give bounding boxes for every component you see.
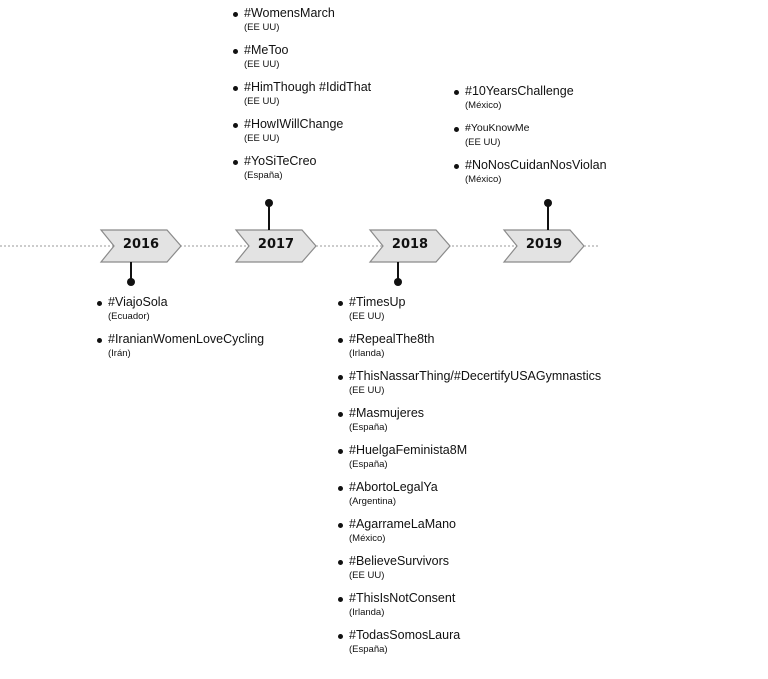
- list-item: #HimThough #IdidThat (EE UU): [233, 80, 371, 108]
- country-label: (Argentina): [349, 496, 396, 507]
- list-item: #TimesUp (EE UU): [338, 295, 601, 323]
- list-item: #TodasSomosLaura (España): [338, 628, 601, 656]
- country-label: (EE UU): [349, 385, 385, 396]
- hashtag: #Masmujeres: [349, 406, 425, 420]
- country-label: (España): [349, 422, 388, 433]
- country-label: (México): [465, 174, 502, 185]
- list-item: #BelieveSurvivors (EE UU): [338, 554, 601, 582]
- year-label-2018: 2018: [391, 237, 429, 252]
- hashtag: #AgarrameLaMano: [349, 517, 457, 531]
- country-label: (Ecuador): [108, 311, 150, 322]
- list-item: #IranianWomenLoveCycling (Irán): [97, 332, 264, 360]
- country-label: (España): [244, 170, 283, 181]
- hashtag: #ThisIsNotConsent: [349, 591, 456, 605]
- country-label: (España): [349, 459, 388, 470]
- connector-dot-2019: [544, 199, 552, 207]
- hashtag: #TodasSomosLaura: [349, 628, 461, 642]
- list-item: #WomensMarch (EE UU): [233, 6, 371, 34]
- hashtag: #TimesUp: [349, 295, 406, 309]
- list-item: #10YearsChallenge (México): [454, 84, 607, 112]
- list-item: #ViajoSola (Ecuador): [97, 295, 264, 323]
- list-item: #HuelgaFeminista8M (España): [338, 443, 601, 471]
- year-label-2019: 2019: [525, 237, 563, 252]
- year-chevron-2016: [99, 229, 182, 263]
- list-item: #AbortoLegalYa (Argentina): [338, 480, 601, 508]
- list-item: #YoSiTeCreo (España): [233, 154, 371, 182]
- country-label: (Irlanda): [349, 348, 385, 359]
- list-item: #RepealThe8th (Irlanda): [338, 332, 601, 360]
- country-label: (EE UU): [349, 311, 385, 322]
- year-label-2016: 2016: [122, 237, 160, 252]
- connector-dot-2017: [265, 199, 273, 207]
- list-item: #NoNosCuidanNosViolan (México): [454, 158, 607, 186]
- hashtag: #RepealThe8th: [349, 332, 435, 346]
- list-item: #MeToo (EE UU): [233, 43, 371, 71]
- hashtag: #HowIWillChange: [244, 117, 344, 131]
- hashtag: #ThisNassarThing/#DecertifyUSAGymnastics: [349, 369, 602, 383]
- country-label: (Irlanda): [349, 607, 385, 618]
- hashtag: #YouKnowMe: [465, 122, 530, 134]
- connector-dot-2018: [394, 278, 402, 286]
- country-label: (EE UU): [244, 59, 280, 70]
- hashtag: #BelieveSurvivors: [349, 554, 450, 568]
- hashtag: #ViajoSola: [108, 295, 168, 309]
- tag-list-2018: #TimesUp (EE UU) #RepealThe8th (Irlanda)…: [338, 295, 601, 665]
- hashtag: #10YearsChallenge: [465, 84, 574, 98]
- hashtag: #IranianWomenLoveCycling: [108, 332, 265, 346]
- country-label: (EE UU): [244, 22, 280, 33]
- year-label-2017: 2017: [257, 237, 295, 252]
- tag-list-2019: #10YearsChallenge (México) #YouKnowMe (E…: [454, 84, 607, 195]
- country-label: (Irán): [108, 348, 131, 359]
- hashtag: #NoNosCuidanNosViolan: [465, 158, 607, 172]
- country-label: (México): [349, 533, 386, 544]
- list-item: #YouKnowMe (EE UU): [454, 121, 607, 149]
- list-item: #AgarrameLaMano (México): [338, 517, 601, 545]
- year-chevron-2019: [502, 229, 585, 263]
- hashtag: #AbortoLegalYa: [349, 480, 438, 494]
- country-label: (España): [349, 644, 388, 655]
- list-item: #ThisIsNotConsent (Irlanda): [338, 591, 601, 619]
- connector-dot-2016: [127, 278, 135, 286]
- tag-list-2016: #ViajoSola (Ecuador) #IranianWomenLoveCy…: [97, 295, 264, 369]
- list-item: #HowIWillChange (EE UU): [233, 117, 371, 145]
- country-label: (EE UU): [465, 137, 501, 148]
- country-label: (México): [465, 100, 502, 111]
- list-item: #ThisNassarThing/#DecertifyUSAGymnastics…: [338, 369, 601, 397]
- hashtag: #WomensMarch: [244, 6, 335, 20]
- hashtag: #HuelgaFeminista8M: [349, 443, 468, 457]
- hashtag: #MeToo: [244, 43, 289, 57]
- country-label: (EE UU): [244, 96, 280, 107]
- tag-list-2017: #WomensMarch (EE UU) #MeToo (EE UU) #Him…: [233, 6, 371, 191]
- country-label: (EE UU): [244, 133, 280, 144]
- year-chevron-2018: [368, 229, 451, 263]
- hashtag: #YoSiTeCreo: [244, 154, 317, 168]
- list-item: #Masmujeres (España): [338, 406, 601, 434]
- year-chevron-2017: [234, 229, 317, 263]
- hashtag: #HimThough #IdidThat: [244, 80, 372, 94]
- country-label: (EE UU): [349, 570, 385, 581]
